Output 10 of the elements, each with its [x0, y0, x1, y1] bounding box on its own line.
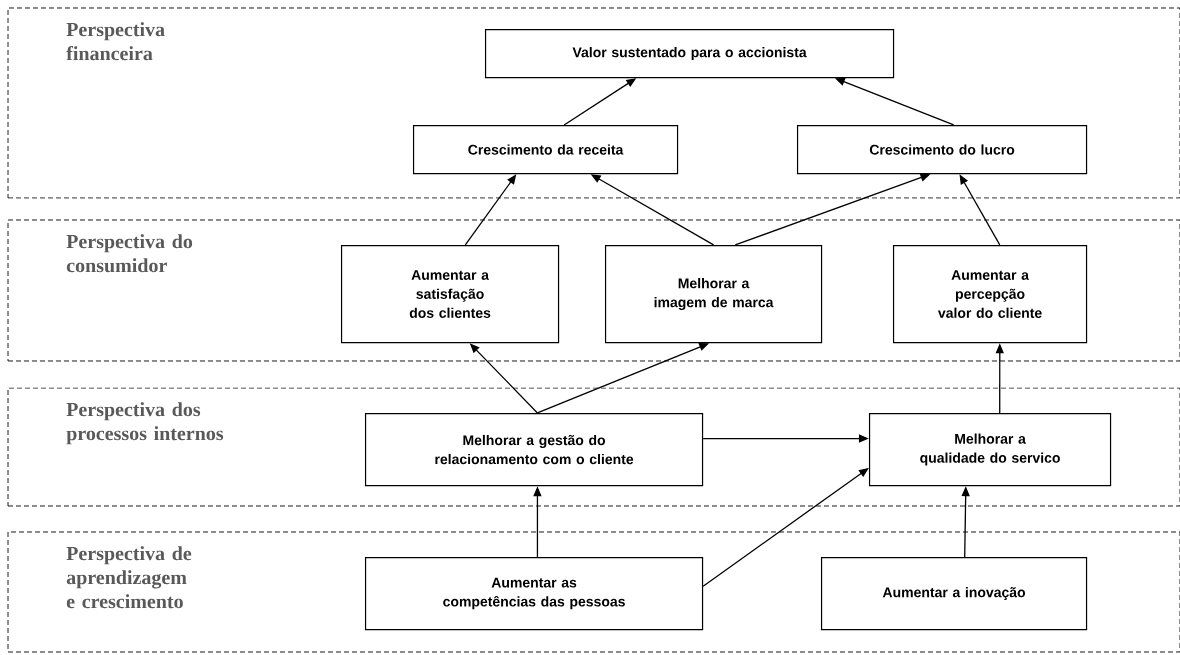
objective-box: Aumentar a satisfação dos clientes — [340, 244, 560, 344]
objective-box: Aumentar as competências das pessoas — [364, 556, 704, 631]
objective-box: Aumentar a inovação — [820, 556, 1088, 631]
objective-box: Melhorar a imagem de marca — [604, 244, 823, 344]
objective-box: Melhorar a qualidade do servico — [868, 412, 1112, 487]
objective-box: Melhorar a gestão do relacionamento com o cliente — [364, 412, 704, 487]
objective-box: Crescimento do lucro — [796, 124, 1088, 175]
objective-box: Aumentar a percepção valor do cliente — [892, 244, 1088, 344]
objective-box: Crescimento da receita — [412, 124, 679, 175]
objective-box: Valor sustentado para o accionista — [484, 28, 895, 79]
